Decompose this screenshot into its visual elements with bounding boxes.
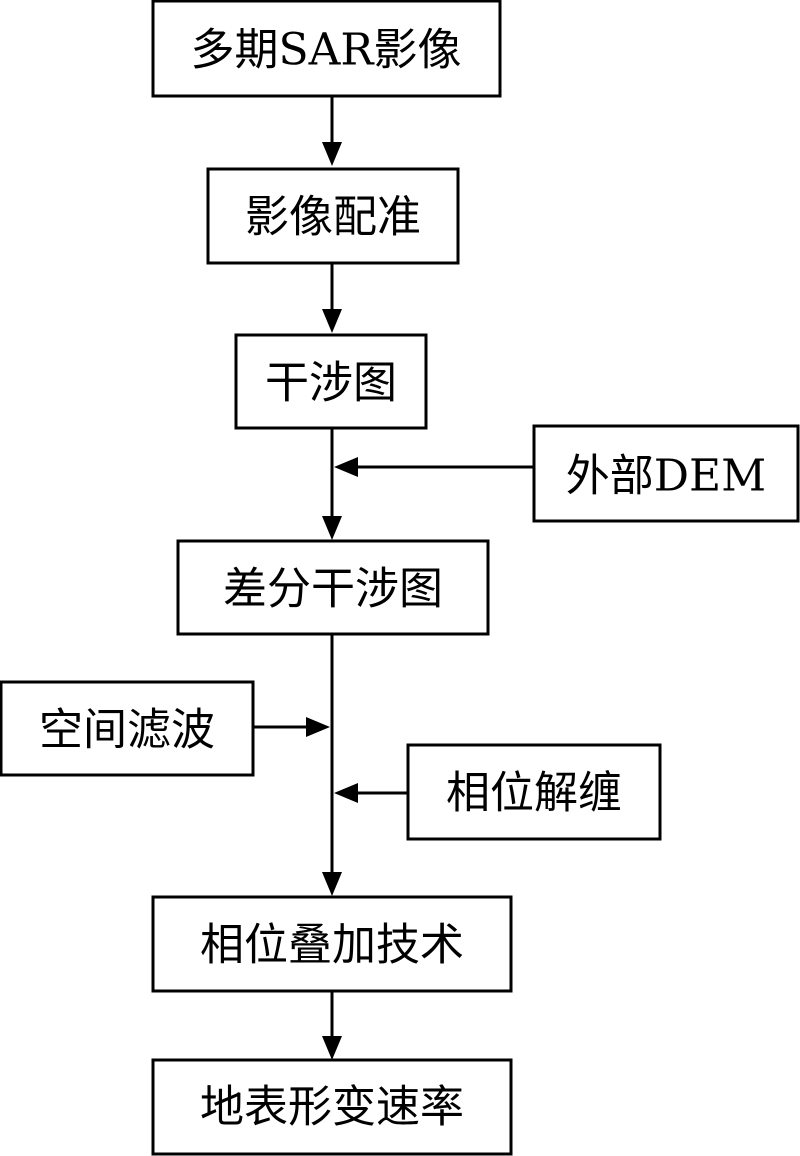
node-interferogram: 干涉图 bbox=[234, 333, 428, 430]
edge-interferogram-to-differential bbox=[322, 428, 342, 540]
node-phase-stacking-label: 相位叠加技术 bbox=[200, 920, 464, 971]
node-differential-interferogram-label: 差分干涉图 bbox=[223, 564, 443, 615]
node-deformation-rate-label: 地表形变速率 bbox=[200, 1082, 464, 1133]
node-spatial-filtering-label: 空间滤波 bbox=[39, 705, 215, 756]
node-image-registration: 影像配准 bbox=[206, 167, 460, 265]
node-differential-interferogram: 差分干涉图 bbox=[176, 539, 490, 636]
node-multi-sar-images-label: 多期SAR影像 bbox=[190, 25, 461, 76]
edge-unwrapping-to-main bbox=[334, 783, 408, 803]
edge-dem-to-main bbox=[334, 457, 534, 477]
edge-registration-to-interferogram bbox=[322, 263, 342, 333]
node-phase-stacking: 相位叠加技术 bbox=[151, 895, 513, 993]
node-phase-unwrapping-label: 相位解缠 bbox=[446, 768, 622, 819]
edge-differential-to-stacking bbox=[322, 634, 342, 896]
node-spatial-filtering: 空间滤波 bbox=[0, 680, 255, 777]
edge-sar-to-registration bbox=[322, 96, 342, 166]
node-interferogram-label: 干涉图 bbox=[265, 358, 397, 409]
node-multi-sar-images: 多期SAR影像 bbox=[151, 0, 502, 98]
node-external-dem-label: 外部DEM bbox=[566, 451, 766, 502]
node-deformation-rate: 地表形变速率 bbox=[151, 1058, 513, 1156]
node-image-registration-label: 影像配准 bbox=[245, 192, 421, 243]
node-phase-unwrapping: 相位解缠 bbox=[406, 743, 662, 841]
node-external-dem: 外部DEM bbox=[532, 424, 800, 523]
edge-filtering-to-main bbox=[253, 717, 330, 737]
edge-stacking-to-deformation bbox=[322, 991, 342, 1060]
